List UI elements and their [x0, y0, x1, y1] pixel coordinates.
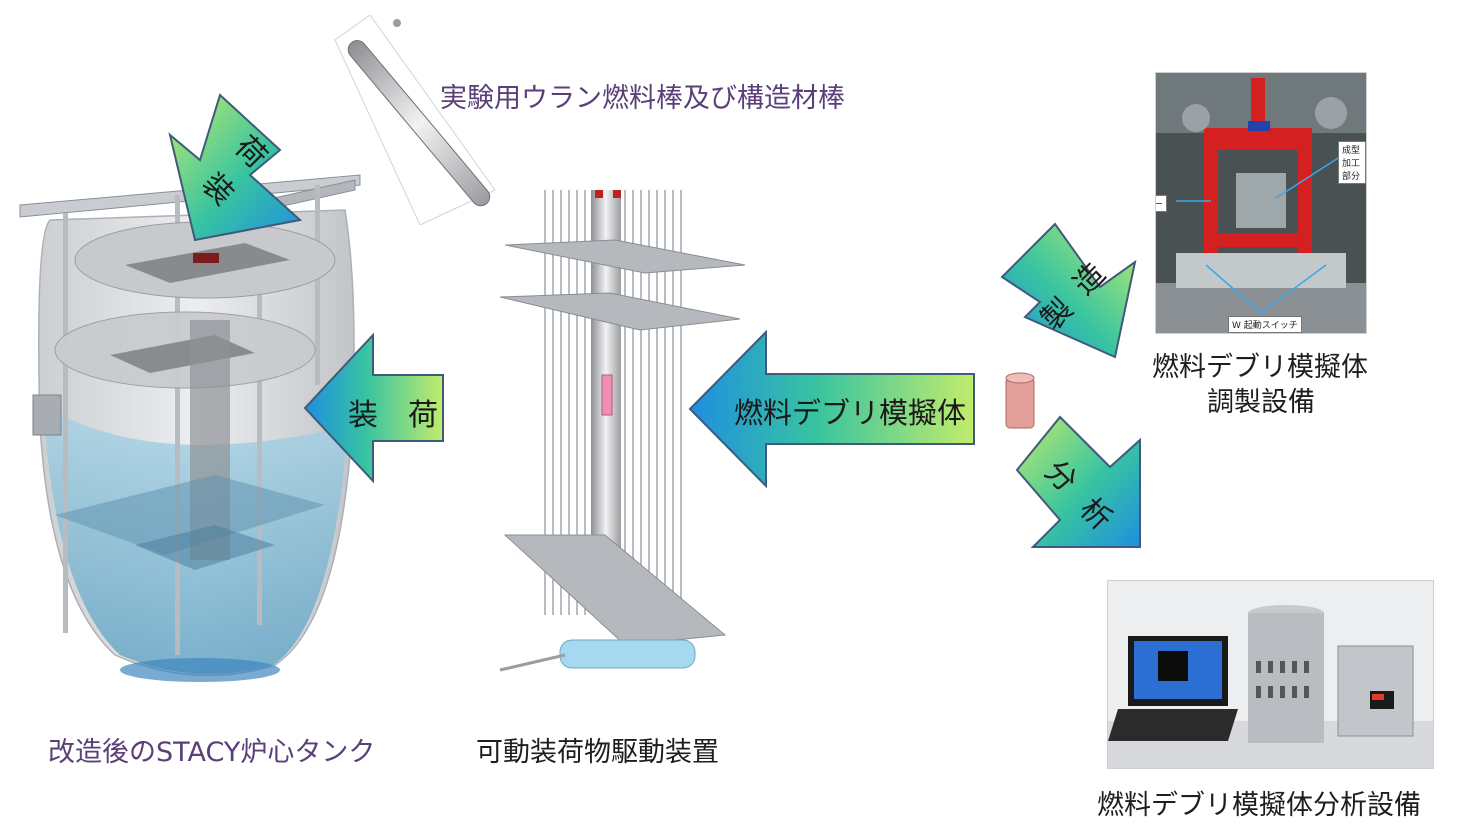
make-arrow: [1000, 222, 1137, 359]
callout-forming-part: 成型加工部分: [1338, 141, 1366, 184]
debris-sample-icon: [1005, 372, 1035, 429]
movable-load-drive-device-illustration: [499, 190, 746, 672]
prep-caption-line2: 調製設備: [1207, 387, 1315, 418]
debris-analysis-equipment-photo: [1107, 580, 1434, 769]
load-left-label: 装 荷: [348, 398, 438, 433]
callout-area-sensor: エリアセンサー: [1156, 195, 1167, 212]
load-arrow-left: [303, 332, 444, 484]
fuel-rod-title: 実験用ウラン燃料棒及び構造材棒: [440, 83, 845, 114]
fuel-rod-illustration: [334, 15, 496, 225]
device-caption: 可動装荷物駆動装置: [476, 737, 719, 768]
callout-w-start-switch: W 起動スイッチ: [1228, 316, 1302, 333]
debris-arrow-label: 燃料デブリ模擬体: [734, 396, 967, 430]
analyze-arrow: [1015, 415, 1141, 548]
debris-preparation-equipment-photo: エリアセンサー 成型加工部分 W 起動スイッチ: [1155, 72, 1367, 334]
stacy-core-tank-illustration: [19, 174, 361, 682]
analysis-caption: 燃料デブリ模擬体分析設備: [1097, 790, 1421, 821]
load-arrow-top: [168, 93, 303, 242]
prep-caption-line1: 燃料デブリ模擬体: [1152, 352, 1368, 383]
tank-caption: 改造後のSTACY炉心タンク: [48, 737, 376, 768]
debris-arrow: [688, 329, 975, 489]
